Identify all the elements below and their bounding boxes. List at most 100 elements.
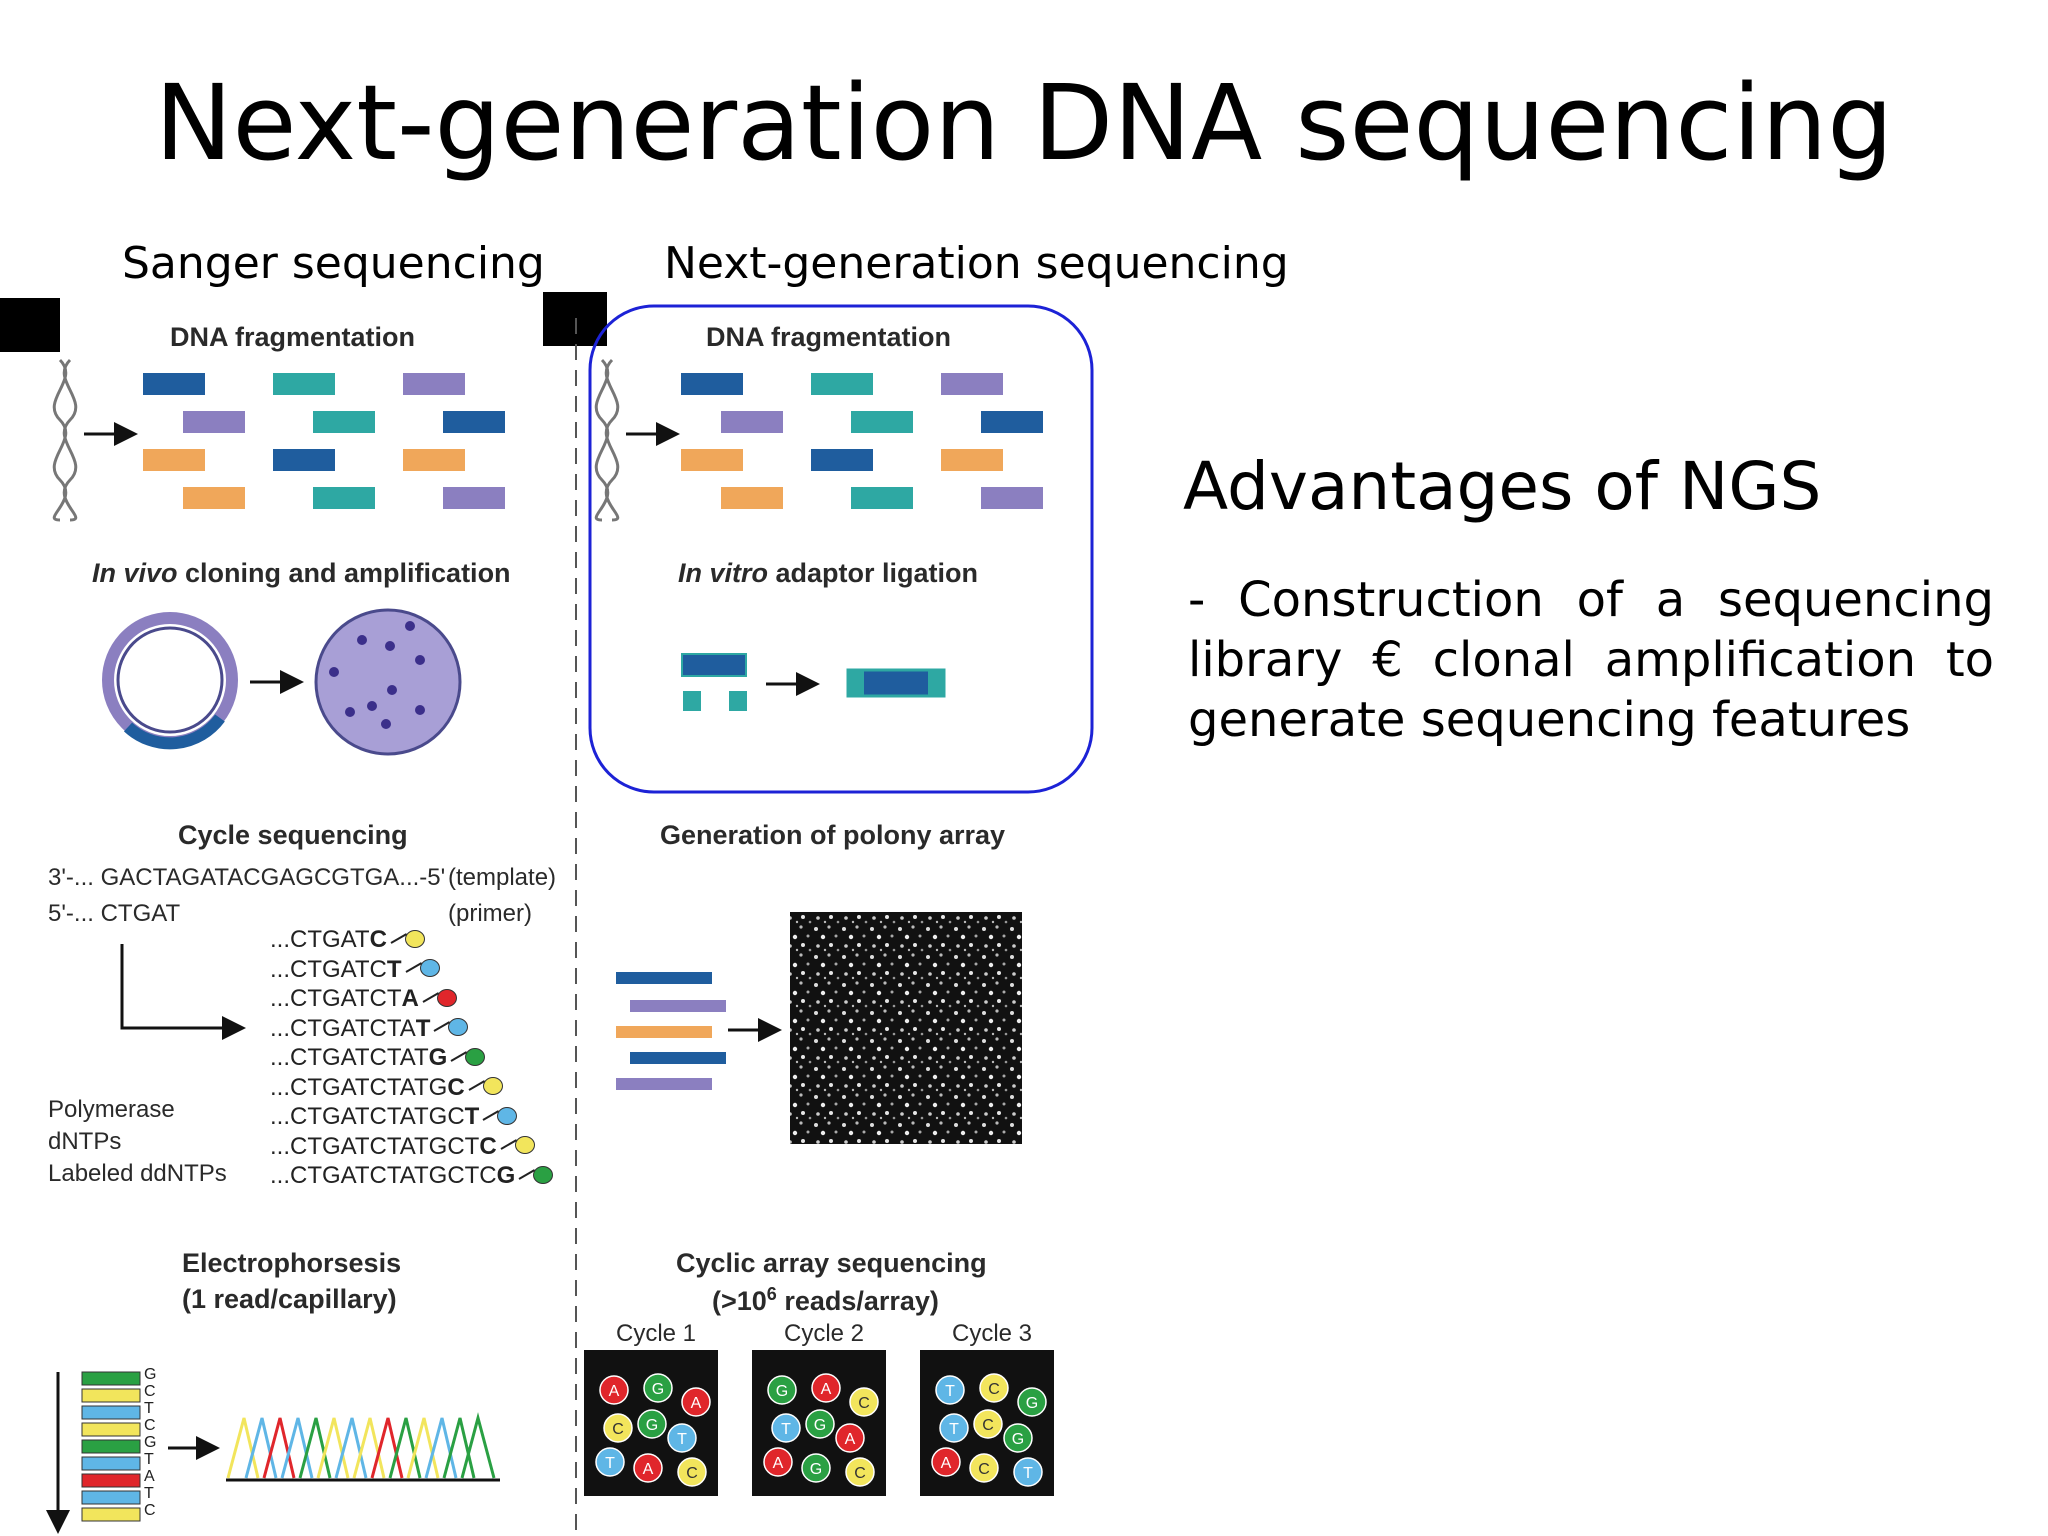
spot-base-label: G	[776, 1383, 788, 1400]
product-row: ...CTGATCTATGC	[270, 1074, 553, 1104]
ngs-step-polony-array: Generation of polony array	[660, 820, 1006, 850]
advantages-heading: Advantages of NGS	[1183, 448, 1822, 525]
sanger-column-heading: Sanger sequencing	[122, 238, 545, 289]
dye-label-icon	[405, 959, 440, 981]
product-terminal-base: G	[496, 1162, 516, 1189]
product-terminal-base: C	[447, 1073, 465, 1101]
primer-sequence: 5'-... CTGAT	[48, 900, 181, 927]
base-call: T	[144, 1400, 154, 1417]
termination-products: ...CTGATC...CTGATCT...CTGATCTA...CTGATCT…	[270, 926, 554, 1192]
reagent-item: Labeled ddNTPs	[48, 1160, 227, 1187]
base-call: C	[144, 1502, 156, 1519]
sequencing-spot	[681, 1387, 711, 1417]
colony-plate-icon	[314, 608, 462, 756]
spot-base-label: G	[1026, 1395, 1038, 1412]
cycle-label: Cycle 3	[952, 1320, 1033, 1347]
spot-base-label: T	[945, 1383, 955, 1400]
sequencing-spot	[939, 1413, 969, 1443]
sequencing-spot	[1017, 1387, 1047, 1417]
gel-lane	[81, 1371, 141, 1522]
dye-label-icon	[518, 1165, 554, 1188]
italic-term: In vivo	[92, 558, 178, 588]
sequencing-spot	[973, 1409, 1003, 1439]
sanger-step-cycle-sequencing: Cycle sequencing	[178, 820, 408, 850]
spot-base-label: C	[982, 1417, 994, 1434]
sequencing-spot	[771, 1413, 801, 1443]
product-prefix: ...CTGATCTA	[270, 1014, 416, 1042]
product-terminal-base: C	[369, 926, 387, 953]
sequencing-spot	[667, 1423, 697, 1453]
reagent-list: Polymerase dNTPs Labeled ddNTPs	[48, 1094, 227, 1190]
sanger-step-electrophoresis-sub: (1 read/capillary)	[182, 1284, 397, 1314]
spot-base-label: T	[1023, 1465, 1033, 1482]
sequencing-spot	[801, 1453, 831, 1483]
dye-label-icon	[390, 929, 425, 952]
dye-label-icon	[482, 1106, 518, 1129]
sequencing-spot	[935, 1375, 965, 1405]
sequencing-spot	[835, 1423, 865, 1453]
arrow-icon	[120, 944, 246, 1040]
spot-base-label: C	[686, 1465, 698, 1482]
product-terminal-base: C	[479, 1132, 497, 1160]
advantages-text: - Construction of a sequencing library €…	[1188, 572, 1994, 748]
product-prefix: ...CTGATCTATGCTC	[270, 1162, 497, 1189]
primer-label: (primer)	[448, 900, 532, 927]
sequencing-spot	[849, 1387, 879, 1417]
label-part: reads/array)	[776, 1286, 939, 1316]
product-row: ...CTGATCTATGCTC	[270, 1133, 553, 1163]
adaptor-ligation-graphic	[681, 653, 946, 713]
ngs-column-heading: Next-generation sequencing	[664, 238, 1289, 289]
reagent-item: dNTPs	[48, 1128, 122, 1155]
plasmid-icon	[102, 612, 238, 750]
sequencing-spot	[595, 1447, 625, 1477]
sanger-step-fragmentation: DNA fragmentation	[170, 322, 416, 352]
base-call: T	[144, 1451, 154, 1468]
slide-title: Next-generation DNA sequencing	[154, 62, 1894, 184]
sequencing-spot	[931, 1447, 961, 1477]
base-call: G	[144, 1434, 157, 1451]
spot-base-label: A	[941, 1455, 952, 1472]
spot-base-label: C	[612, 1421, 624, 1438]
product-prefix: ...CTGATCT	[270, 985, 402, 1012]
spot-base-label: A	[821, 1381, 832, 1398]
spot-base-label: G	[1012, 1431, 1024, 1448]
ngs-step-adaptor-ligation: In vitro adaptor ligation	[678, 558, 978, 589]
product-prefix: ...CTGATCTAT	[270, 1044, 429, 1071]
ngs-step-fragmentation: DNA fragmentation	[706, 322, 952, 352]
sequencing-spot	[599, 1375, 629, 1405]
spot-base-label: C	[858, 1395, 870, 1412]
spot-base-label: C	[978, 1461, 990, 1478]
product-row: ...CTGATCTA	[270, 985, 553, 1015]
product-terminal-base: T	[415, 1014, 431, 1042]
sanger-step-electrophoresis: Electrophorsesis	[182, 1248, 402, 1278]
sequencing-spot	[1003, 1423, 1033, 1453]
exponent: 6	[766, 1284, 777, 1304]
product-row: ...CTGATC	[270, 926, 553, 956]
sequencing-spot	[767, 1375, 797, 1405]
spot-base-label: G	[810, 1461, 822, 1478]
spot-base-label: C	[988, 1381, 1000, 1398]
product-prefix: ...CTGATCTATGC	[270, 1103, 465, 1130]
reagent-item: Polymerase	[48, 1096, 175, 1123]
label-part: (>10	[712, 1286, 767, 1316]
ngs-step-cyclic-sequencing: Cyclic array sequencing	[676, 1248, 987, 1278]
product-prefix: ...CTGATCTATGCT	[270, 1132, 480, 1160]
sequencing-spot	[603, 1413, 633, 1443]
dye-label-icon	[422, 988, 457, 1011]
ngs-step-cyclic-sequencing-sub: (>106 reads/array)	[712, 1284, 939, 1317]
product-row: ...CTGATCTATGCTCG	[270, 1162, 554, 1192]
spot-base-label: G	[646, 1417, 658, 1434]
spot-base-label: A	[643, 1461, 654, 1478]
sequencing-spot	[979, 1373, 1009, 1403]
highlight-box	[588, 304, 1094, 794]
spot-base-label: A	[691, 1395, 702, 1412]
product-terminal-base: T	[464, 1103, 480, 1130]
product-prefix: ...CTGATCTATG	[270, 1073, 448, 1101]
sequencing-spot	[763, 1447, 793, 1477]
base-call: G	[144, 1366, 157, 1383]
label-rest: cloning and amplification	[177, 558, 511, 588]
cycle-label: Cycle 1	[616, 1320, 697, 1347]
